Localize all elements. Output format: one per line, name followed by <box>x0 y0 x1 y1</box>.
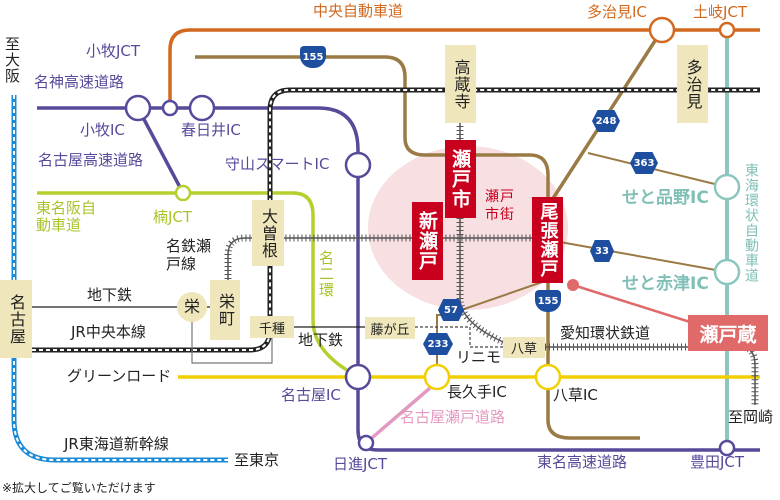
subway-sakuradori-line <box>191 310 273 364</box>
nagoya-ic-node[interactable] <box>344 363 372 391</box>
route155-line <box>195 55 640 440</box>
moriyama-ic-label: 守山スマートIC <box>225 155 330 173</box>
station-yakusa[interactable]: 八草 <box>503 337 545 358</box>
seto-city-area-label: 瀬戸市街 <box>485 189 515 224</box>
sakae-station-node[interactable] <box>177 292 207 322</box>
komaki-jct-label: 小牧JCT <box>86 42 141 60</box>
route155-shield-bottom: 155 <box>535 290 561 312</box>
tomei-label: 東名高速道路 <box>537 453 628 471</box>
meitetsu-seto-line-label: 名鉄瀬戸線 <box>166 237 212 273</box>
meinikan-label: 名二環 <box>317 250 335 298</box>
subway-label-2: 地下鉄 <box>298 331 344 349</box>
station-ozone[interactable]: 大曽根 <box>252 200 284 266</box>
komaki-ic-label: 小牧IC <box>80 121 125 139</box>
yakusa-ic-node[interactable] <box>534 363 562 391</box>
station-sakaemachi[interactable]: 栄町 <box>210 280 240 340</box>
route33-line <box>559 241 728 273</box>
toki-jct-node[interactable] <box>718 21 736 39</box>
tomeihan-label: 東名阪自動車道 <box>36 199 97 235</box>
setogura-pointer <box>572 283 691 324</box>
nagoya-seto-road-label: 名古屋瀬戸道路 <box>400 408 506 426</box>
tajimi-ic-label: 多治見IC <box>587 3 647 21</box>
station-setoshi[interactable]: 瀬戸市 <box>445 140 476 218</box>
station-shinseto[interactable]: 新瀬戸 <box>412 202 443 280</box>
nagoya-seto-road-line <box>364 386 432 445</box>
kasugai-ic-node[interactable] <box>188 94 216 122</box>
toyota-jct-node[interactable] <box>718 439 736 457</box>
tajimi-ic-node[interactable] <box>648 16 676 44</box>
station-nagoya[interactable]: 名古屋 <box>0 280 32 358</box>
seto-shinano-ic-node[interactable] <box>713 173 741 201</box>
toyota-jct-label: 豊田JCT <box>690 453 745 471</box>
komaki-ic-node[interactable] <box>124 94 152 122</box>
station-kozoji[interactable]: 高蔵寺 <box>445 45 476 123</box>
station-fujigaoka[interactable]: 藤が丘 <box>365 317 415 339</box>
tomeihan-line <box>37 191 351 374</box>
nagoya-ic-label: 名古屋IC <box>281 386 341 404</box>
to-okazaki-label: 至岡崎 <box>728 408 774 426</box>
linimo-line <box>400 326 510 348</box>
seto-akazu-ic-label: せと赤津IC <box>622 274 709 294</box>
nisshin-jct-label: 日進JCT <box>333 455 388 473</box>
route155-shield-top: 155 <box>300 46 326 68</box>
jr-chuo-line-label: JR中央本線 <box>71 323 146 341</box>
station-tajimi[interactable]: 多治見 <box>677 45 708 123</box>
nisshin-jct-node[interactable] <box>357 434 375 452</box>
kusu-jct-node[interactable] <box>174 184 192 202</box>
station-owariseto[interactable]: 尾張瀬戸 <box>532 197 563 283</box>
tokai-loop-label: 東海環状自動車道 <box>743 163 759 283</box>
meishin-label: 名神高速道路 <box>34 73 125 91</box>
subway-label-1: 地下鉄 <box>87 286 133 304</box>
route33-shield: 33 <box>590 240 614 262</box>
komaki-jct-node[interactable] <box>161 99 179 117</box>
seto-shinano-ic-label: せと品野IC <box>622 188 709 208</box>
kusu-jct-label: 楠JCT <box>153 208 193 226</box>
zoom-note: ※拡大してご覧いただけます <box>2 481 156 495</box>
to-tokyo-label: 至東京 <box>234 451 280 469</box>
route363-shield: 363 <box>630 152 658 174</box>
route57-shield: 57 <box>438 299 464 321</box>
shinkansen-label: JR東海道新幹線 <box>64 435 169 453</box>
route233-shield: 233 <box>423 333 453 355</box>
yakusa-ic-label: 八草IC <box>553 386 598 404</box>
nagoya-expwy-label: 名古屋高速道路 <box>38 151 144 169</box>
station-sakae-label: 栄 <box>184 297 201 316</box>
seto-akazu-ic-node[interactable] <box>713 258 741 286</box>
nagakute-ic-node[interactable] <box>423 363 451 391</box>
chuo-expressway-label: 中央自動車道 <box>313 2 404 20</box>
toki-jct-label: 土岐JCT <box>693 3 748 21</box>
route363-line <box>587 152 728 188</box>
nagakute-ic-label: 長久手IC <box>447 383 507 401</box>
aichi-loop-label: 愛知環状鉄道 <box>560 324 651 342</box>
station-chikusa[interactable]: 千種 <box>250 316 294 338</box>
kasugai-ic-label: 春日井IC <box>181 121 241 139</box>
linimo-label: リニモ <box>456 348 502 366</box>
shinkansen-line <box>11 95 228 463</box>
nagoya-expwy-line <box>136 107 185 194</box>
green-road-label: グリーンロード <box>67 367 172 385</box>
landmark-setogura[interactable]: 瀬戸蔵 <box>688 315 768 351</box>
moriyama-ic-node[interactable] <box>344 151 372 179</box>
to-osaka-label: 至大阪 <box>3 36 21 84</box>
route248-shield: 248 <box>592 110 620 132</box>
kozoji-branch-line <box>459 122 511 346</box>
chuo-expressway-line <box>168 28 760 105</box>
